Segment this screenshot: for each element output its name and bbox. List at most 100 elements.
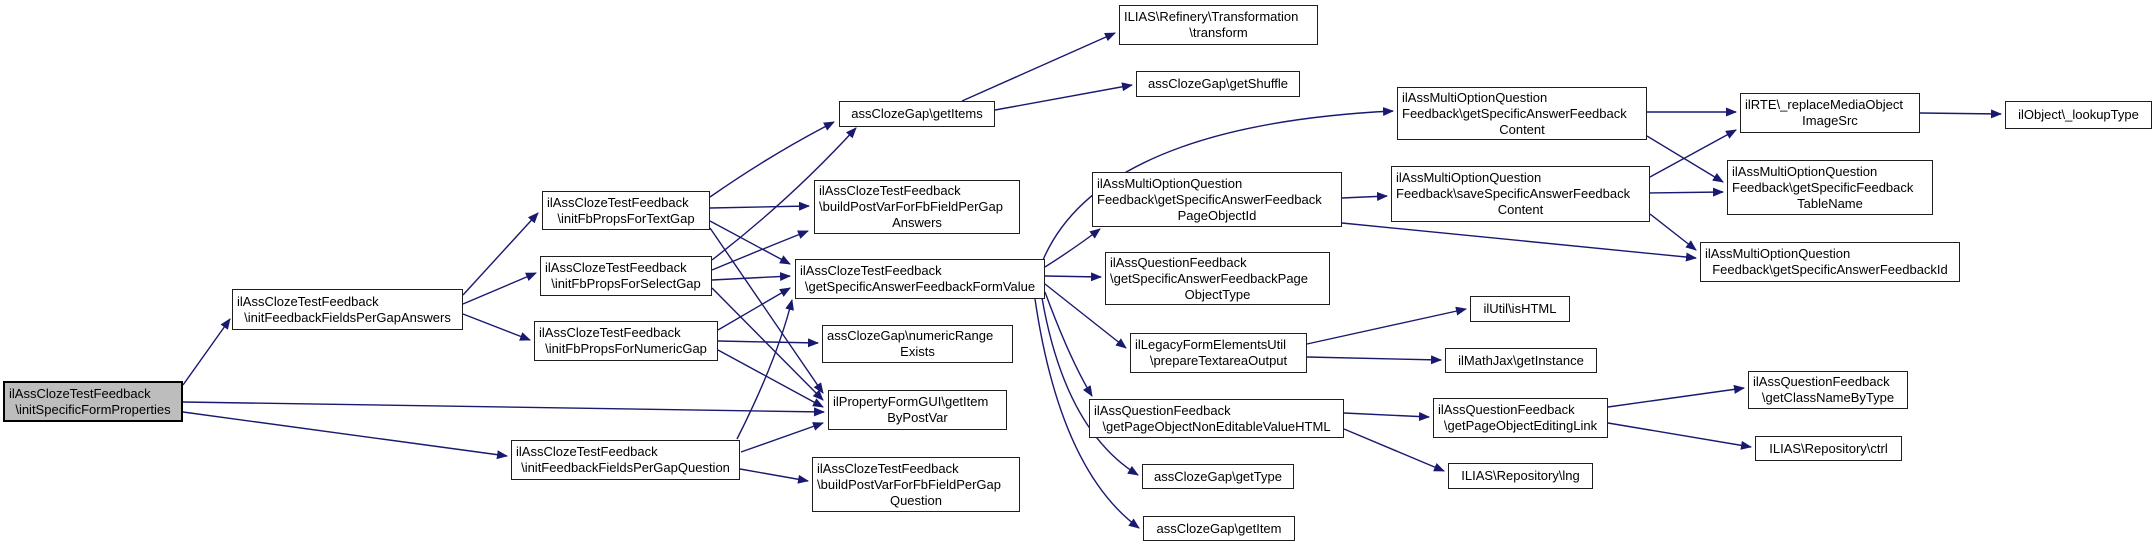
node-label-line: ilAssQuestionFeedback <box>1094 402 1231 418</box>
edge-init-feedback-fields-per-gap-question-to-get-specific-answer-feedback-form-value <box>736 299 794 440</box>
node-label-line: \initFbPropsForSelectGap <box>551 276 701 291</box>
node-label-line: ImageSrc <box>1802 113 1858 128</box>
node-init-fb-props-for-text-gap[interactable]: ilAssClozeTestFeedback\initFbPropsForTex… <box>542 191 710 230</box>
node-label-line: ilUtil\isHTML <box>1483 301 1557 316</box>
node-get-item[interactable]: assClozeGap\getItem <box>1143 516 1295 541</box>
node-label-line: \initFbPropsForTextGap <box>557 210 695 226</box>
edge-init-fb-props-for-numeric-gap-to-get-item-by-post-var <box>717 349 824 408</box>
edge-get-specific-answer-feedback-page-object-id-to-save-specific-answer-feedback-content <box>1341 191 1388 201</box>
node-label-line: assClozeGap\getShuffle <box>1148 76 1288 91</box>
node-label-line: \getClassNameByType <box>1761 390 1895 405</box>
node-label-line: \buildPostVarForFbFieldPerGap <box>819 199 1004 214</box>
node-get-specific-answer-feedback-page-object-type[interactable]: ilAssQuestionFeedback\getSpecificAnswerF… <box>1105 252 1330 305</box>
node-label-line: Content <box>1499 121 1545 137</box>
node-get-shuffle[interactable]: assClozeGap\getShuffle <box>1136 71 1300 97</box>
node-label-line: \initFbPropsForNumericGap <box>545 341 707 356</box>
node-label-line: \transform <box>1189 25 1248 40</box>
node-label-line: assClozeGap\getType <box>1154 468 1282 484</box>
node-lng[interactable]: ILIAS\Repository\lng <box>1448 463 1593 489</box>
node-label-line: ilAssQuestionFeedback <box>1438 402 1575 417</box>
node-label-line: Exists <box>900 344 935 359</box>
edge-init-specific-form-properties-to-init-feedback-fields-per-gap-answers <box>182 318 231 386</box>
edge-init-fb-props-for-select-gap-to-get-item-by-post-var <box>711 287 824 401</box>
node-get-instance[interactable]: ilMathJax\getInstance <box>1445 348 1597 373</box>
node-label-line: TableName <box>1797 195 1863 211</box>
edge-init-fb-props-for-select-gap-to-get-specific-answer-feedback-form-value <box>711 272 791 282</box>
edge-init-fb-props-for-text-gap-to-get-items <box>709 121 835 198</box>
node-label-line: Feedback\saveSpecificAnswerFeedback <box>1396 186 1631 201</box>
node-init-specific-form-properties[interactable]: ilAssClozeTestFeedback\initSpecificFormP… <box>3 381 183 422</box>
node-label-line: ilAssClozeTestFeedback <box>237 293 379 309</box>
node-label-line: ilObject\_lookupType <box>2018 107 2139 122</box>
node-init-fb-props-for-select-gap[interactable]: ilAssClozeTestFeedback\initFbPropsForSel… <box>540 256 712 296</box>
node-get-items[interactable]: assClozeGap\getItems <box>839 101 995 127</box>
node-get-specific-answer-feedback-form-value[interactable]: ilAssClozeTestFeedback\getSpecificAnswer… <box>795 259 1045 299</box>
node-build-post-var-answers[interactable]: ilAssClozeTestFeedback\buildPostVarForFb… <box>814 180 1020 234</box>
node-label-line: ilAssQuestionFeedback <box>1110 254 1247 270</box>
node-label-line: PageObjectId <box>1177 207 1257 223</box>
node-label-line: Feedback\getSpecificFeedback <box>1732 179 1914 195</box>
node-label-line: Question <box>889 492 943 508</box>
edge-get-specific-answer-feedback-form-value-to-prepare-textarea-output <box>1044 283 1127 349</box>
node-lookup-type[interactable]: ilObject\_lookupType <box>2005 101 2152 129</box>
node-label-line: ByPostVar <box>887 410 948 425</box>
edge-init-feedback-fields-per-gap-answers-to-init-fb-props-for-text-gap <box>462 212 539 296</box>
node-label-line: ilLegacyFormElementsUtil <box>1135 337 1286 352</box>
edge-get-page-object-editing-link-to-ctrl <box>1607 422 1752 450</box>
edge-get-specific-answer-feedback-form-value-to-get-specific-answer-feedback-page-object-type <box>1044 272 1102 282</box>
node-get-type[interactable]: assClozeGap\getType <box>1142 464 1294 489</box>
node-label-line: assClozeGap\getItem <box>1156 520 1282 536</box>
node-label-line: ObjectType <box>1184 286 1251 302</box>
node-label-line: ilAssMultiOptionQuestion <box>1097 175 1243 191</box>
edge-save-specific-answer-feedback-content-to-replace-media-object-image-src <box>1649 129 1737 178</box>
edge-prepare-textarea-output-to-get-instance <box>1306 355 1442 365</box>
edge-init-feedback-fields-per-gap-question-to-get-item-by-post-var <box>740 422 824 453</box>
node-label-line: Feedback\getSpecificAnswerFeedbackId <box>1712 262 1948 277</box>
edge-get-specific-answer-feedback-form-value-to-get-specific-answer-feedback-content <box>1042 106 1394 261</box>
node-init-feedback-fields-per-gap-answers[interactable]: ilAssClozeTestFeedback\initFeedbackField… <box>232 289 463 330</box>
node-label-line: \getSpecificAnswerFeedbackPage <box>1110 270 1309 286</box>
node-init-fb-props-for-numeric-gap[interactable]: ilAssClozeTestFeedback\initFbPropsForNum… <box>534 321 718 361</box>
node-prepare-textarea-output[interactable]: ilLegacyFormElementsUtil\prepareTextarea… <box>1130 333 1307 373</box>
edge-get-specific-answer-feedback-form-value-to-get-specific-answer-feedback-page-object-id <box>1044 228 1101 268</box>
node-label-line: \prepareTextareaOutput <box>1149 353 1288 368</box>
node-label-line: \initSpecificFormProperties <box>15 401 171 417</box>
node-label-line: ilAssClozeTestFeedback <box>800 263 942 278</box>
node-label-line: \getPageObjectEditingLink <box>1443 418 1598 433</box>
node-build-post-var-question[interactable]: ilAssClozeTestFeedback\buildPostVarForFb… <box>812 457 1020 512</box>
node-label-line: ilAssClozeTestFeedback <box>539 325 681 340</box>
node-label-line: ilAssClozeTestFeedback <box>9 385 151 401</box>
edge-get-specific-answer-feedback-form-value-to-get-item <box>1034 298 1140 529</box>
node-label-line: Answers <box>892 215 942 230</box>
node-label-line: ilAssClozeTestFeedback <box>516 444 658 459</box>
node-label-line: assClozeGap\getItems <box>851 106 983 121</box>
node-label-line: ilMathJax\getInstance <box>1458 352 1584 368</box>
node-init-feedback-fields-per-gap-question[interactable]: ilAssClozeTestFeedback\initFeedbackField… <box>511 440 740 480</box>
edge-prepare-textarea-output-to-is-html <box>1306 306 1467 345</box>
node-get-page-object-editing-link[interactable]: ilAssQuestionFeedback\getPageObjectEditi… <box>1433 398 1608 438</box>
node-label-line: ilAssMultiOptionQuestion <box>1732 163 1878 179</box>
node-label-line: ILIAS\Refinery\Transformation <box>1124 9 1299 24</box>
edge-get-page-object-non-editable-value-html-to-get-page-object-editing-link <box>1343 412 1430 422</box>
edge-replace-media-object-image-src-to-lookup-type <box>1919 109 2002 119</box>
edge-init-feedback-fields-per-gap-answers-to-init-fb-props-for-select-gap <box>462 272 537 305</box>
node-transform[interactable]: ILIAS\Refinery\Transformation\transform <box>1119 5 1318 45</box>
edge-get-page-object-editing-link-to-get-class-name-by-type <box>1607 384 1745 408</box>
node-ctrl[interactable]: ILIAS\Repository\ctrl <box>1755 436 1902 461</box>
edge-init-fb-props-for-numeric-gap-to-get-specific-answer-feedback-form-value <box>717 287 791 331</box>
edge-save-specific-answer-feedback-content-to-get-specific-answer-feedback-id <box>1649 213 1697 251</box>
node-get-page-object-non-editable-value-html[interactable]: ilAssQuestionFeedback\getPageObjectNonEd… <box>1089 399 1344 438</box>
node-label-line: ilAssMultiOptionQuestion <box>1396 170 1542 185</box>
edge-init-feedback-fields-per-gap-answers-to-init-fb-props-for-numeric-gap <box>462 313 531 341</box>
node-is-html[interactable]: ilUtil\isHTML <box>1470 296 1570 322</box>
node-get-class-name-by-type[interactable]: ilAssQuestionFeedback\getClassNameByType <box>1748 371 1908 409</box>
